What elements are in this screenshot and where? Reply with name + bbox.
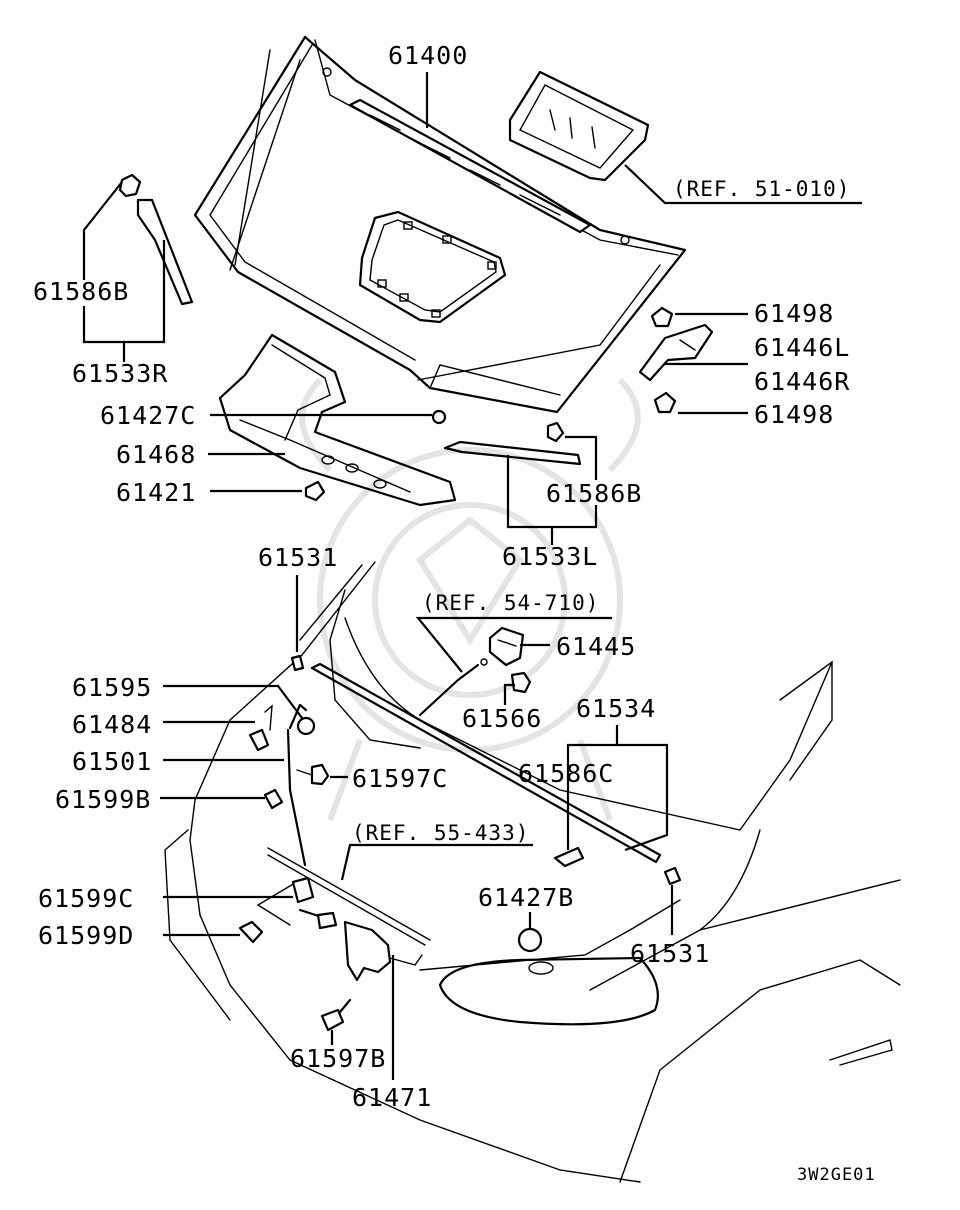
label-61531-bottom: 61531: [630, 939, 710, 968]
figure-code: 3W2GE01: [797, 1165, 876, 1185]
label-61595: 61595: [72, 673, 152, 702]
hood-seal-right: [118, 173, 194, 306]
clip-61531-lower: [663, 866, 682, 886]
car-body-outline: [164, 561, 901, 1183]
label-61498-bottom: 61498: [754, 400, 834, 429]
bumper-61586C: [553, 846, 585, 868]
hood-insulator: [218, 333, 457, 507]
part-labels: 61400 61586B 61533R 61427C 61468 61421 6…: [33, 41, 876, 1185]
label-61586B-left: 61586B: [33, 277, 129, 306]
label-61531-top: 61531: [258, 543, 338, 572]
label-61599D: 61599D: [38, 921, 134, 950]
bolt-61597B: [320, 998, 352, 1032]
label-61597C: 61597C: [352, 764, 448, 793]
label-61427C: 61427C: [100, 401, 196, 430]
label-61533L: 61533L: [502, 542, 598, 571]
label-61471: 61471: [352, 1083, 432, 1112]
ref-55-433: (REF. 55-433): [352, 821, 529, 845]
clip-61421: [304, 480, 326, 502]
rod-end: [480, 658, 488, 666]
label-61534: 61534: [576, 694, 656, 723]
clip-61531-upper: [290, 654, 305, 672]
hood-seal-left: [443, 421, 582, 466]
label-61597B: 61597B: [290, 1044, 386, 1073]
grommet-61427C: [431, 409, 447, 425]
label-61498-top: 61498: [754, 299, 834, 328]
label-61501: 61501: [72, 747, 152, 776]
label-61566: 61566: [462, 704, 542, 733]
hood-latch: [238, 876, 423, 982]
watermark-crest: [299, 377, 641, 822]
hood-scoop: [508, 70, 650, 182]
release-cable: [248, 703, 330, 926]
leader-lines: [82, 72, 862, 1080]
label-61427B: 61427B: [478, 883, 574, 912]
ref-51-010: (REF. 51-010): [673, 177, 850, 201]
label-61533R: 61533R: [72, 359, 168, 388]
label-61446L: 61446L: [754, 333, 850, 362]
label-61599B: 61599B: [55, 785, 151, 814]
label-61445: 61445: [556, 632, 636, 661]
label-61468: 61468: [116, 440, 196, 469]
label-61400: 61400: [388, 41, 468, 70]
hood-stay-rod: [418, 663, 480, 717]
label-61586C: 61586C: [518, 759, 614, 788]
label-61599C: 61599C: [38, 884, 134, 913]
label-61586B-right: 61586B: [546, 479, 642, 508]
label-61446R: 61446R: [754, 367, 850, 396]
label-61484: 61484: [72, 710, 152, 739]
rod-holder: [488, 626, 532, 694]
label-61421: 61421: [116, 478, 196, 507]
grommet-61427B: [517, 927, 543, 953]
hood-hinge: [638, 306, 714, 414]
ref-54-710: (REF. 54-710): [422, 591, 599, 615]
hood-panel: [193, 35, 687, 414]
